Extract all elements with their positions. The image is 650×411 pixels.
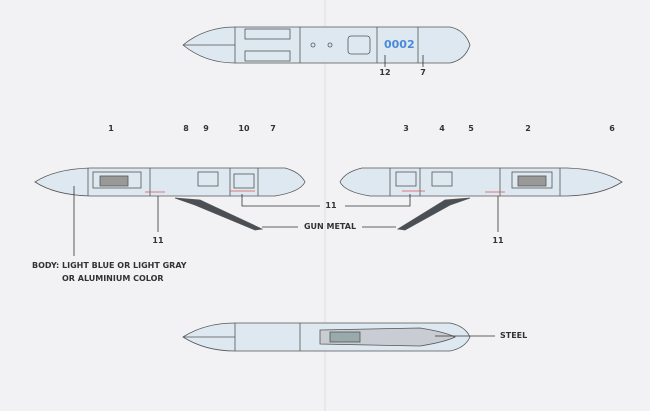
- callout-1: 1: [108, 124, 114, 133]
- callout-6: 6: [609, 124, 615, 133]
- callout-7-top: 7: [420, 68, 426, 77]
- callout-10: 10: [238, 124, 250, 133]
- callout-11-right: 11: [492, 236, 504, 245]
- callout-11-left: 11: [152, 236, 164, 245]
- pod-right-view: [339, 167, 623, 232]
- callout-9: 9: [203, 124, 209, 133]
- callout-2: 2: [525, 124, 531, 133]
- callout-7-left: 7: [270, 124, 276, 133]
- body-color-label-2: OR ALUMINIUM COLOR: [62, 274, 164, 283]
- callout-5: 5: [468, 124, 474, 133]
- pod-left-view: [34, 167, 320, 256]
- steel-label: STEEL: [500, 331, 528, 340]
- callout-3: 3: [403, 124, 409, 133]
- callout-8: 8: [183, 124, 189, 133]
- gun-metal-label: GUN METAL: [303, 222, 357, 231]
- body-color-label-1: BODY: LIGHT BLUE OR LIGHT GRAY: [32, 261, 187, 270]
- callout-4: 4: [439, 124, 445, 133]
- pod-bottom-cutaway: [182, 322, 495, 352]
- callout-12: 12: [379, 68, 391, 77]
- serial-number: 0002: [384, 38, 415, 51]
- callout-11-shared: 11: [325, 201, 337, 210]
- pod-top-view: [182, 26, 471, 67]
